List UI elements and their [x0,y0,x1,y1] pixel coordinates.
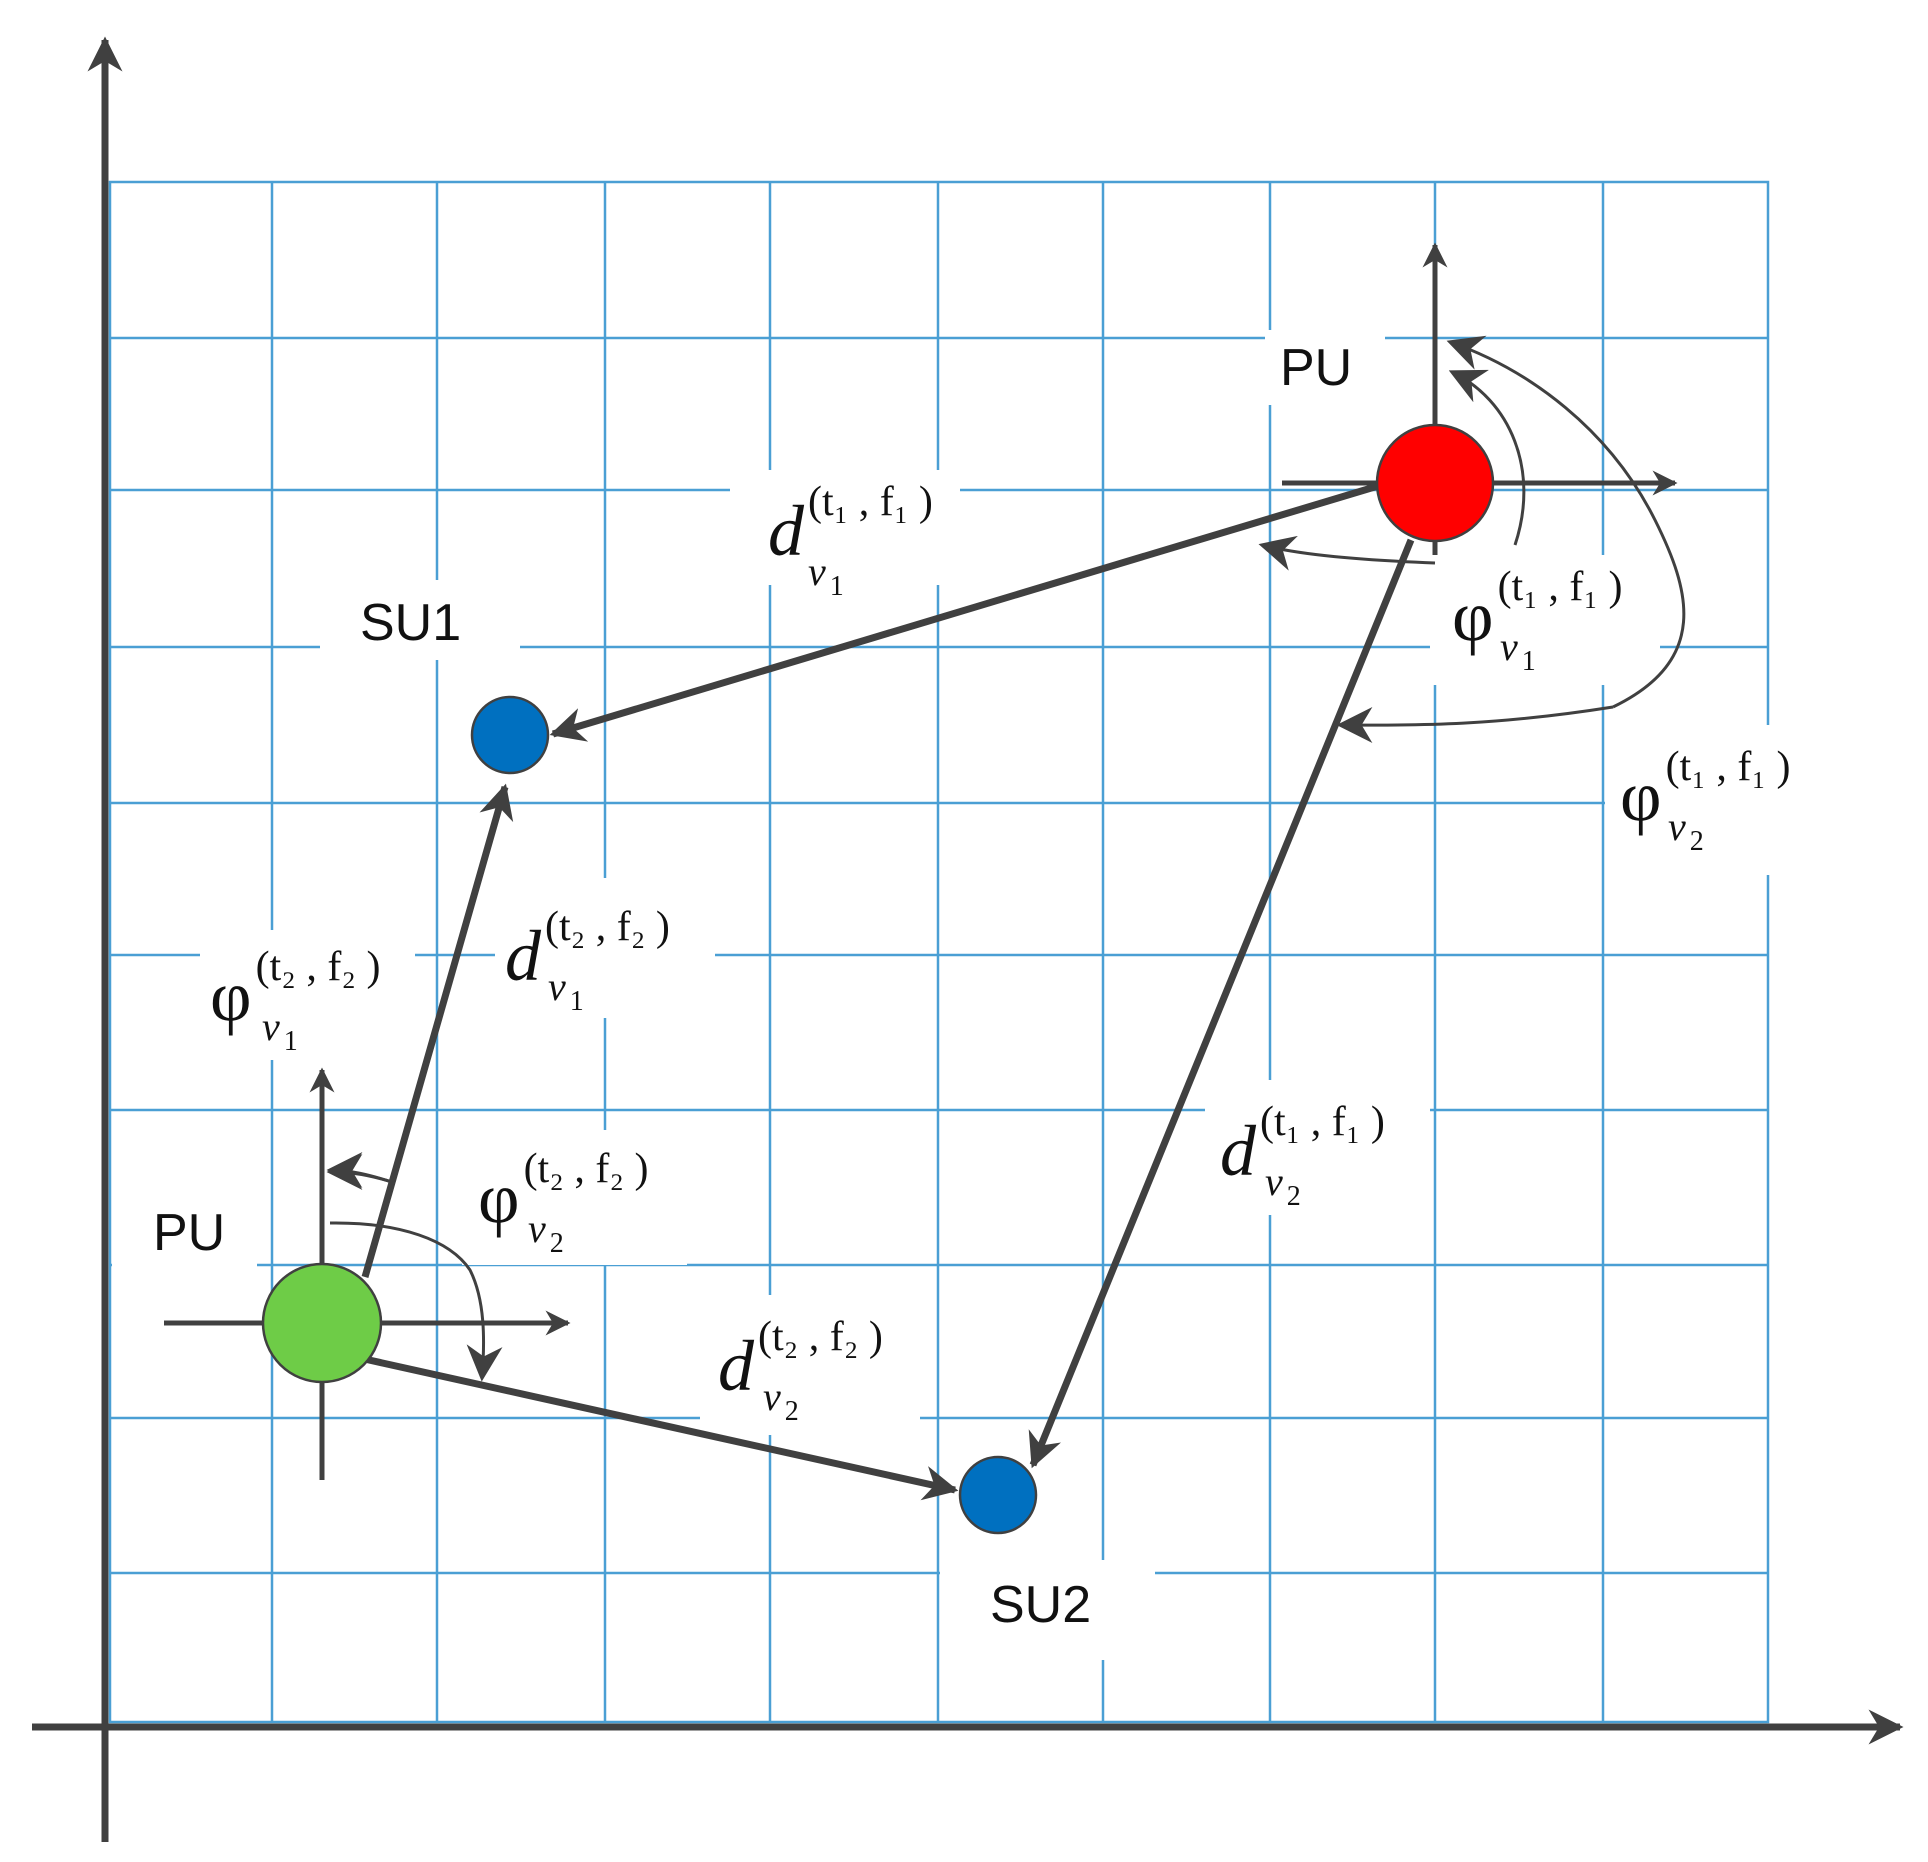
arrow-pu-bottom-to-su2 [359,1354,959,1501]
main-axes [32,36,1904,1842]
arc-phi-v2-t1f1-a [1336,705,1614,744]
node-labels: PU SU1 PU SU2 [153,339,1352,1634]
label-d-v2-t1f1: d (t₁ , f₁ ) v 2 [1220,1099,1389,1212]
pu-top-node [1375,423,1495,543]
arc-phi-v1-t1f1-b [1448,369,1526,546]
label-phi-v1-t1f1: φ (t₁ , f₁ ) v 1 [1452,564,1626,677]
label-backgrounds [112,330,1770,1660]
arrow-pu-bottom-to-su1 [361,783,514,1278]
distance-arrows [359,482,1415,1501]
label-d-v1-t1f1: d (t₁ , f₁ ) v 1 [768,479,937,602]
label-phi-v1-t2f2: φ (t₂ , f₂ ) v 1 [210,944,384,1057]
su1-label: SU1 [360,594,461,652]
su1-node [470,695,550,775]
math-labels: d (t₁ , f₁ ) v 1 φ (t₁ , f₁ ) v 1 φ (t₁ … [210,479,1794,1427]
angle-arcs [326,335,1686,1382]
arc-phi-v1-t1f1-a [1258,535,1436,571]
label-phi-v2-t1f1: φ (t₁ , f₁ ) v 2 [1620,744,1794,857]
arrow-pu-top-to-su2 [1028,538,1415,1469]
pu-top-label: PU [1280,339,1352,397]
arc-phi-v2-t2f2-a [326,1154,393,1191]
arrow-pu-top-to-su1 [549,482,1380,742]
pu-bottom-node [261,1262,383,1384]
label-d-v1-t2f2: d (t₂ , f₂ ) v 1 [505,904,674,1017]
arc-phi-v2-t2f2-b [329,1221,503,1382]
nodes [261,423,1495,1535]
su2-label: SU2 [990,1576,1091,1634]
label-d-v2-t2f2: d (t₂ , f₂ ) v 2 [718,1314,887,1427]
pu-bottom-label: PU [153,1204,225,1262]
arc-phi-v2-t1f1-b [1446,335,1686,709]
label-phi-v2-t2f2: φ (t₂ , f₂ ) v 2 [478,1146,652,1259]
su2-node [958,1455,1038,1535]
